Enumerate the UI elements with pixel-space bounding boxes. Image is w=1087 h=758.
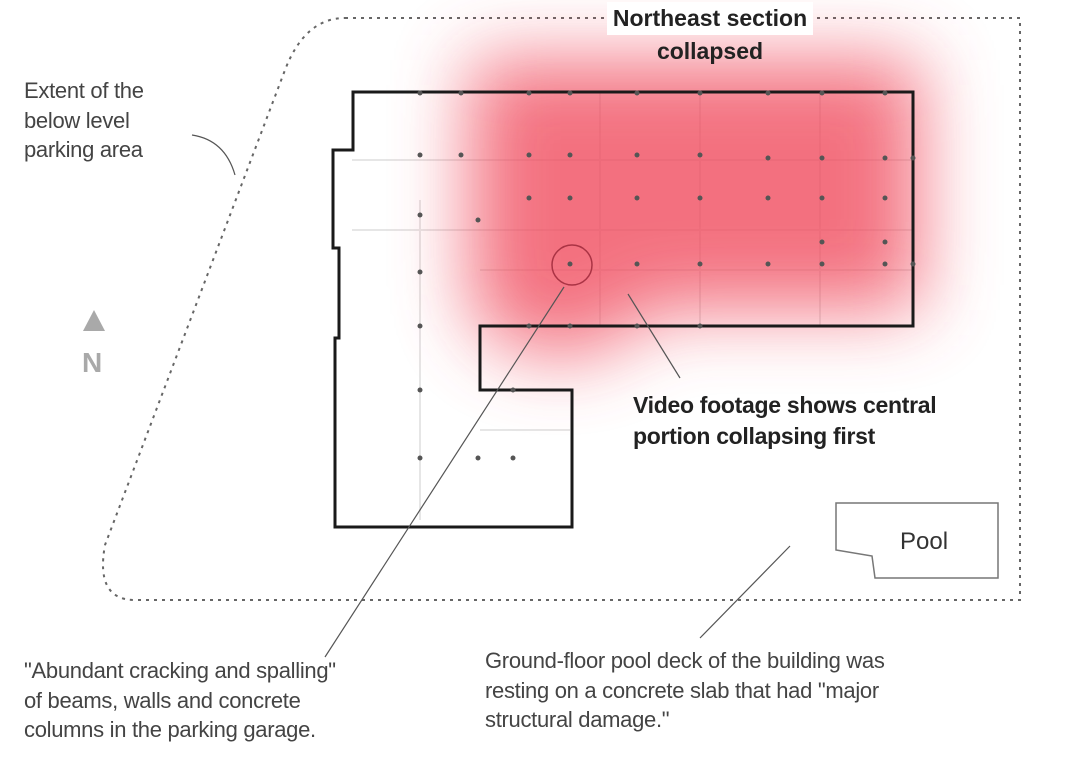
north-arrow-icon <box>83 310 105 331</box>
building-footprint <box>331 90 915 529</box>
north-label: N <box>82 347 103 378</box>
pool-label: Pool <box>900 528 949 555</box>
highlighted-column-circle <box>551 244 593 286</box>
pool-deck-annotation: Ground-floor pool deck of the building w… <box>485 648 885 733</box>
leader-lines <box>191 134 791 658</box>
parking-extent-outline <box>102 17 1021 601</box>
parking-extent-label: Extent of the below level parking area <box>24 78 144 163</box>
collapse-zone <box>470 60 920 355</box>
pool-outline <box>835 502 999 579</box>
video-footage-label: Video footage shows central portion coll… <box>633 392 937 450</box>
northeast-collapse-label: Northeast section collapsed <box>560 2 860 69</box>
cracking-annotation: "Abundant cracking and spalling" of beam… <box>24 658 336 743</box>
column-grid <box>417 90 916 461</box>
